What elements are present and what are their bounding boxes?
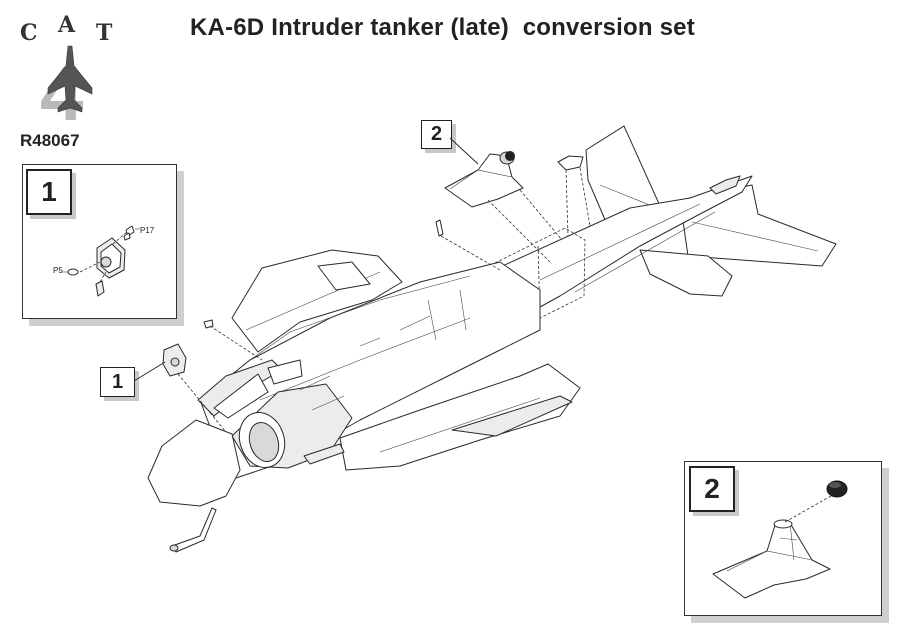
part-label-p17: P17 (140, 226, 155, 235)
main-step-2-callout: 2 (421, 120, 452, 149)
logo-letter-t: T (96, 20, 113, 46)
callout-2-leader (449, 137, 479, 165)
inset-2-part-drawing (712, 480, 848, 599)
cat-logo-letters: C A T (18, 8, 118, 46)
inset-step-2-number: 2 (689, 466, 735, 512)
main-step-1-callout: 1 (100, 367, 135, 397)
callout-1-leader (133, 361, 166, 382)
logo-letter-a: A (58, 12, 76, 38)
product-code: R48067 (20, 131, 80, 150)
page-title: KA-6D Intruder tanker (late) conversion … (190, 14, 695, 41)
logo-letter-c: C (20, 20, 38, 46)
inset-1-part-drawing (62, 225, 140, 297)
ka6d-aircraft (147, 125, 837, 553)
inset-step-1-number: 1 (26, 169, 72, 215)
step-2-probe-fairing (444, 151, 584, 208)
part-label-p5: P5 (53, 266, 63, 275)
